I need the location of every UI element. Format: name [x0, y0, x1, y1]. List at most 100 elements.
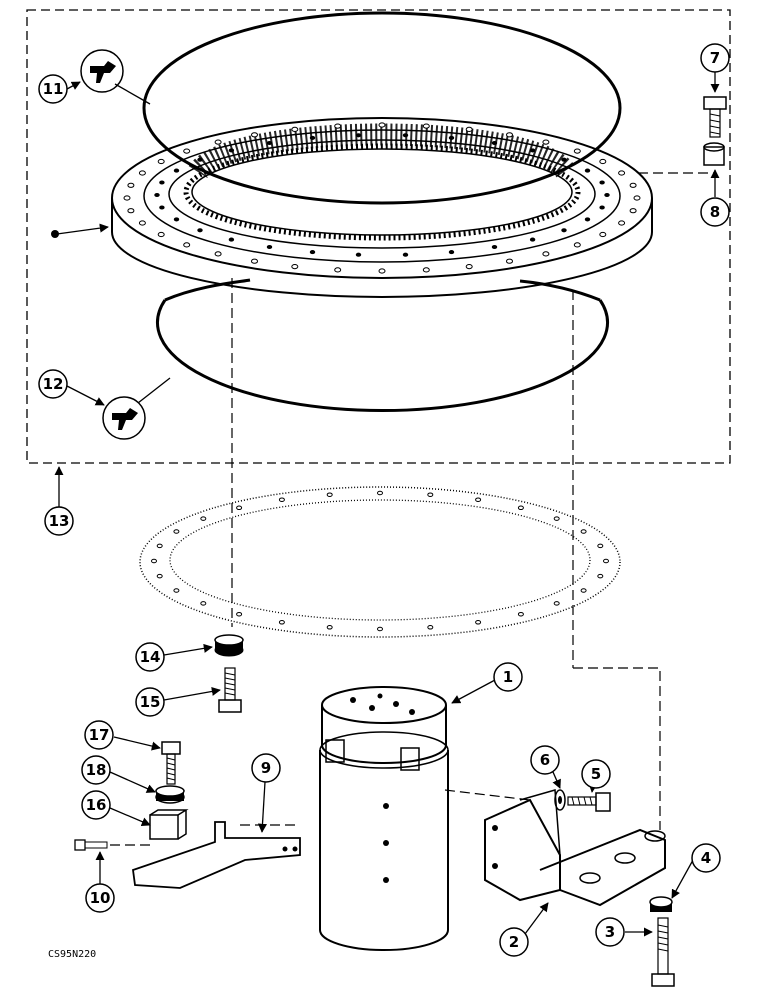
bushing-8 [703, 142, 725, 166]
bolt-hole [529, 148, 536, 153]
washer-6 [554, 789, 566, 811]
bolt-hole [465, 126, 473, 132]
svg-text:9: 9 [261, 759, 271, 777]
nut-4 [649, 896, 673, 912]
svg-text:8: 8 [710, 203, 720, 221]
bolt-hole [378, 268, 386, 274]
mounting-bracket [484, 789, 666, 907]
block [149, 809, 189, 840]
bolt-hole [173, 168, 180, 173]
bolt-hole [529, 237, 536, 242]
callout-3: 3 [595, 917, 625, 947]
bolt-hole [402, 133, 409, 138]
callout-12: 12 [38, 369, 68, 399]
bolt-hole [604, 192, 610, 198]
bolt-hole [597, 573, 604, 579]
bolt-hole [173, 217, 180, 222]
callout-16: 16 [81, 790, 111, 820]
bolt-hole [157, 158, 165, 165]
bolt-5 [567, 792, 611, 812]
bolt-hole [618, 170, 626, 176]
bolt-hole [154, 192, 160, 198]
callout-2: 2 [499, 927, 529, 957]
ring-leader-dot [51, 230, 59, 238]
bolt-hole [183, 148, 191, 154]
gasket-bolt-holes [151, 490, 609, 632]
callout-8: 8 [700, 197, 730, 227]
callout-18: 18 [81, 755, 111, 785]
callout-13: 13 [44, 506, 74, 536]
bolt-hole [326, 492, 333, 497]
bolt-hole [197, 228, 203, 233]
bolt-hole [309, 135, 316, 140]
bolt-hole [561, 157, 567, 162]
bolt-hole [157, 231, 165, 238]
bolt-hole [377, 490, 383, 496]
bolt-hole [378, 122, 386, 128]
svg-text:5: 5 [591, 765, 601, 783]
bolt-hole [448, 135, 455, 140]
callout-4: 4 [691, 843, 721, 873]
svg-text:6: 6 [540, 751, 550, 769]
svg-text:14: 14 [140, 648, 161, 666]
bolt-hole [629, 208, 637, 214]
bolt-hole [603, 558, 609, 564]
support-arm [132, 821, 301, 889]
slewing-ring [111, 117, 653, 298]
gasket-shim [139, 486, 621, 638]
bolt-10 [74, 839, 108, 851]
callout-10: 10 [85, 883, 115, 913]
bolt-hole [491, 244, 498, 250]
drawing-code: CS95N220 [48, 949, 96, 960]
bolt-hole [156, 573, 163, 579]
bolt-hole [561, 228, 567, 233]
bolt-hole [291, 264, 299, 270]
bolt-hole [200, 601, 207, 606]
bolt-hole [599, 180, 605, 185]
bolt-hole [236, 505, 243, 511]
bolt-hole [553, 516, 560, 521]
kit-boundary [26, 9, 731, 464]
bolt-hole [599, 205, 605, 210]
bolt-hole [599, 231, 607, 238]
svg-text:16: 16 [86, 796, 107, 814]
bolt-hole [542, 139, 550, 145]
bolt-hole [228, 148, 235, 153]
bolt-hole [553, 601, 560, 606]
callout-17: 17 [84, 720, 114, 750]
bolt-hole [251, 258, 258, 264]
callout-9: 9 [251, 753, 281, 783]
bolt-hole [159, 205, 165, 210]
bolt-hole [427, 492, 434, 497]
bolt-hole [542, 251, 550, 257]
bolt-hole [197, 157, 203, 162]
bolt-hole [633, 195, 641, 201]
callout-5: 5 [581, 759, 611, 789]
bolt-hole [506, 258, 513, 264]
bolt-hole [422, 267, 430, 273]
assembly-lines [110, 172, 715, 846]
bolt-hole [580, 588, 587, 593]
bolt-hole [278, 497, 285, 502]
rotary-joint [319, 686, 449, 951]
bolt-hole [517, 505, 524, 511]
bolt-hole [506, 132, 513, 138]
bolt-hole [127, 208, 135, 214]
bolt-hole [159, 180, 165, 185]
bolt-hole [236, 611, 243, 617]
bolt-3 [651, 917, 675, 987]
sealant-hand-icon [102, 396, 146, 440]
bolt-17 [161, 741, 181, 785]
bolt-hole [173, 588, 180, 593]
bolt-hole [334, 267, 342, 273]
bolt-hole [491, 140, 498, 146]
bolt-hole [573, 148, 581, 154]
sealant-hand-icon [80, 49, 124, 93]
bolt-hole [138, 220, 146, 226]
bolt-hole [584, 168, 591, 173]
bolt-hole [138, 170, 146, 176]
bolt-hole [228, 237, 235, 242]
washer [155, 785, 185, 804]
bolt-hole [355, 133, 362, 138]
bolt-hole [427, 625, 434, 630]
